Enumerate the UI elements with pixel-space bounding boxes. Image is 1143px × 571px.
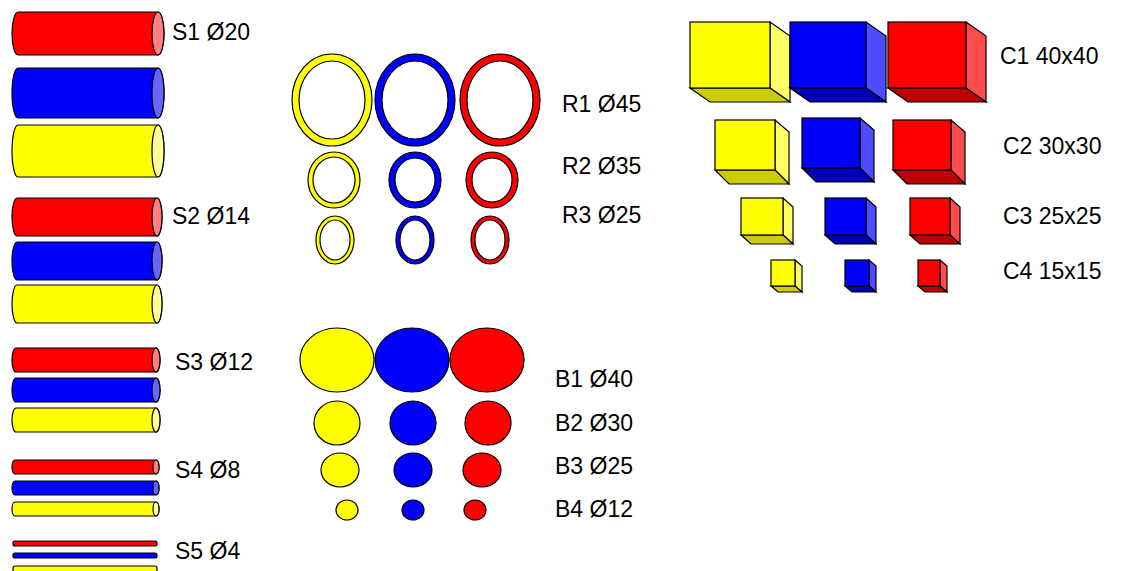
cube-group bbox=[690, 22, 986, 292]
part-label: S3 Ø12 bbox=[175, 348, 253, 376]
part-label: R2 Ø35 bbox=[562, 152, 641, 180]
part-label: S5 Ø4 bbox=[175, 537, 240, 565]
part-label: B3 Ø25 bbox=[555, 452, 633, 480]
part-label: B2 Ø30 bbox=[555, 409, 633, 437]
part-label: R1 Ø45 bbox=[562, 90, 641, 118]
part-label: C3 25x25 bbox=[1003, 202, 1101, 230]
part-label: S1 Ø20 bbox=[172, 18, 250, 46]
ring-group bbox=[292, 54, 540, 264]
part-label: C4 15x15 bbox=[1003, 257, 1101, 285]
part-label: R3 Ø25 bbox=[562, 201, 641, 229]
part-label: C2 30x30 bbox=[1003, 132, 1101, 160]
ball-group bbox=[300, 328, 524, 520]
part-label: C1 40x40 bbox=[1000, 42, 1098, 70]
part-label: B4 Ø12 bbox=[555, 495, 633, 523]
part-label: S4 Ø8 bbox=[175, 456, 240, 484]
part-label: B1 Ø40 bbox=[555, 365, 633, 393]
rod-group bbox=[12, 12, 164, 571]
part-label: S2 Ø14 bbox=[172, 202, 250, 230]
